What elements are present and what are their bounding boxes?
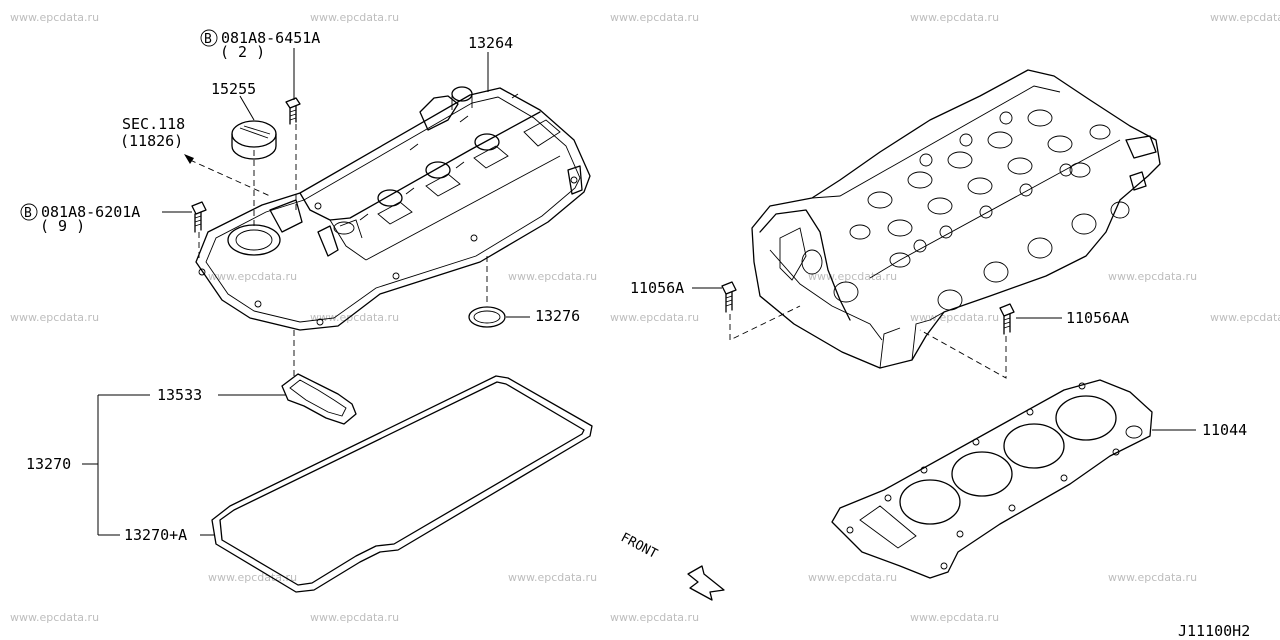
watermark: www.epcdata.ru: [1210, 11, 1280, 24]
oil-cap-drawing: [231, 120, 277, 160]
watermark: www.epcdata.ru: [10, 311, 99, 324]
watermark: www.epcdata.ru: [910, 311, 999, 324]
watermark: www.epcdata.ru: [808, 270, 897, 283]
head-gasket-drawing: [831, 379, 1153, 579]
watermark: www.epcdata.ru: [1108, 270, 1197, 283]
front-label: FRONT: [618, 530, 660, 562]
watermark: www.epcdata.ru: [1108, 571, 1197, 584]
gasket-set-number: 13270: [26, 455, 71, 473]
cover-gasket-drawing: [211, 375, 593, 593]
watermark: www.epcdata.ru: [610, 611, 699, 624]
watermark: www.epcdata.ru: [1210, 311, 1280, 324]
section-ref-code: (11826): [120, 132, 183, 150]
watermark: www.epcdata.ru: [310, 11, 399, 24]
assembly-lines-left: [184, 124, 488, 380]
watermark: www.epcdata.ru: [610, 311, 699, 324]
front-arrow-icon: [687, 565, 725, 601]
seal-ring-number: 13276: [535, 307, 580, 325]
bolt-side-qty: ( 9 ): [40, 217, 85, 235]
bolt-side-symbol: B: [24, 206, 32, 221]
small-gasket-number: 13533: [157, 386, 202, 404]
watermark: www.epcdata.ru: [310, 311, 399, 324]
front-direction-indicator: FRONT: [618, 530, 725, 601]
cover-bolt-drawing: [285, 97, 301, 125]
part-labels: B 081A8-6451A ( 2 ) 13264 15255 SEC.118 …: [20, 29, 1250, 640]
watermark: www.epcdata.ru: [10, 611, 99, 624]
bolt-side-number: 081A8-6201A: [41, 203, 140, 221]
watermark: www.epcdata.ru: [208, 270, 297, 283]
bolt-cover-qty: ( 2 ): [220, 43, 265, 61]
bolt-symbol-icon: [20, 203, 38, 221]
watermark-layer: www.epcdata.ru www.epcdata.ru www.epcdat…: [10, 11, 1280, 624]
rocker-cover-drawing: [195, 86, 591, 331]
cylinder-head-drawing: [751, 69, 1161, 369]
watermark: www.epcdata.ru: [910, 11, 999, 24]
side-bolt-drawing: [191, 201, 207, 233]
head-bolts-drawing: [721, 281, 1015, 335]
rocker-cover-number: 13264: [468, 34, 513, 52]
watermark: www.epcdata.ru: [610, 11, 699, 24]
head-bolt-a-number: 11056A: [630, 279, 684, 297]
bolt-symbol-icon: [200, 29, 218, 47]
bolt-cover-number: 081A8-6451A: [221, 29, 320, 47]
watermark: www.epcdata.ru: [910, 611, 999, 624]
oil-cap-number: 15255: [211, 80, 256, 98]
watermark: www.epcdata.ru: [808, 571, 897, 584]
seal-ring-drawing: [468, 306, 506, 328]
head-bolt-aa-number: 11056AA: [1066, 309, 1129, 327]
arrow-head-icon: [184, 154, 194, 164]
bolt-cover-symbol: B: [204, 32, 212, 47]
section-ref: SEC.118: [122, 115, 185, 133]
cover-gasket-number: 13270+A: [124, 526, 187, 544]
head-gasket-number: 11044: [1202, 421, 1247, 439]
assembly-lines-right: [729, 305, 1007, 379]
leader-lines-right: [692, 287, 1196, 431]
diagram-code: J11100H2: [1178, 622, 1250, 640]
small-gasket-drawing: [281, 373, 357, 425]
leader-lines-left: [82, 48, 530, 536]
watermark: www.epcdata.ru: [10, 11, 99, 24]
watermark: www.epcdata.ru: [508, 270, 597, 283]
watermark: www.epcdata.ru: [508, 571, 597, 584]
watermark: www.epcdata.ru: [208, 571, 297, 584]
watermark: www.epcdata.ru: [310, 611, 399, 624]
